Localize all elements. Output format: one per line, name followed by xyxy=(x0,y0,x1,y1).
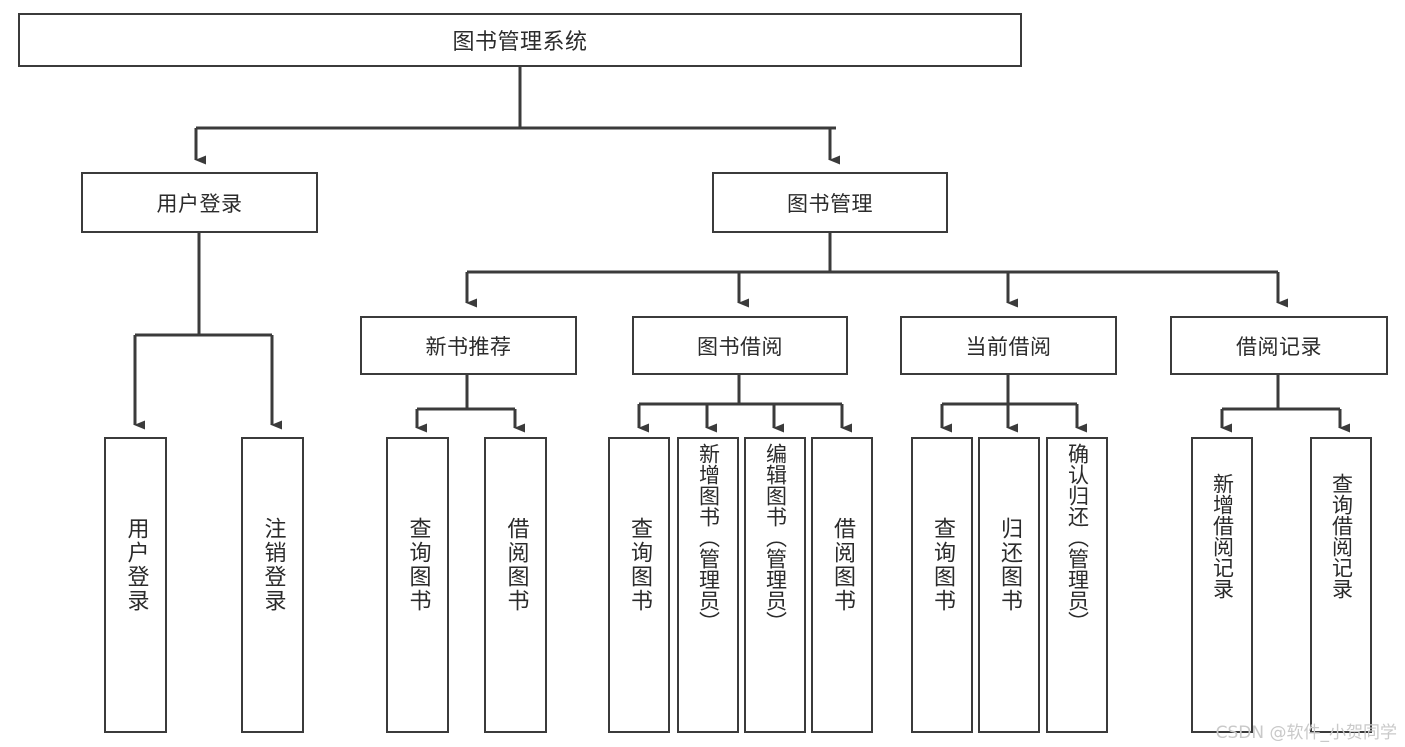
node-label: 确认归还（管理员） xyxy=(1065,443,1090,632)
node-label: 查询图书 xyxy=(626,517,652,613)
node-label: 归还图书 xyxy=(996,517,1022,613)
node-label: 新书推荐 xyxy=(425,334,512,359)
leaf-user-login[interactable]: 用户登录 xyxy=(104,437,167,733)
node-label: 当前借阅 xyxy=(965,334,1052,359)
leaf-borrow-books-recommendation[interactable]: 借阅图书 xyxy=(484,437,547,733)
node-label: 借阅图书 xyxy=(503,517,529,613)
node-label: 图书管理 xyxy=(787,191,873,216)
leaf-query-books-borrowing[interactable]: 查询图书 xyxy=(608,437,670,733)
leaf-confirm-return-admin[interactable]: 确认归还（管理员） xyxy=(1046,437,1108,733)
node-new-book-recommendation[interactable]: 新书推荐 xyxy=(360,316,577,375)
node-book-management[interactable]: 图书管理 xyxy=(712,172,948,233)
node-root-system[interactable]: 图书管理系统 xyxy=(18,13,1022,67)
node-label: 借阅图书 xyxy=(829,517,855,613)
node-label: 编辑图书（管理员） xyxy=(763,443,788,632)
leaf-query-borrow-record[interactable]: 查询借阅记录 xyxy=(1310,437,1372,733)
leaf-query-books-recommendation[interactable]: 查询图书 xyxy=(386,437,449,733)
node-label: 用户登录 xyxy=(123,517,149,613)
leaf-logout[interactable]: 注销登录 xyxy=(241,437,304,733)
node-label: 图书借阅 xyxy=(697,334,783,359)
node-label: 注销登录 xyxy=(260,517,286,613)
node-borrow-records[interactable]: 借阅记录 xyxy=(1170,316,1388,375)
node-label: 查询借阅记录 xyxy=(1329,473,1354,599)
leaf-borrow-books-borrowing[interactable]: 借阅图书 xyxy=(811,437,873,733)
node-label: 借阅记录 xyxy=(1236,334,1322,359)
csdn-watermark: CSDN @软件_小贺同学 xyxy=(1215,723,1397,743)
node-label: 新增借阅记录 xyxy=(1210,473,1235,599)
leaf-add-book-admin[interactable]: 新增图书（管理员） xyxy=(677,437,739,733)
node-user-login[interactable]: 用户登录 xyxy=(81,172,318,233)
leaf-query-books-current[interactable]: 查询图书 xyxy=(911,437,973,733)
node-label: 新增图书（管理员） xyxy=(696,443,721,632)
leaf-add-borrow-record[interactable]: 新增借阅记录 xyxy=(1191,437,1253,733)
leaf-return-books[interactable]: 归还图书 xyxy=(978,437,1040,733)
node-label: 查询图书 xyxy=(405,517,431,613)
node-label: 用户登录 xyxy=(156,191,243,216)
node-book-borrowing[interactable]: 图书借阅 xyxy=(632,316,848,375)
node-current-borrowing[interactable]: 当前借阅 xyxy=(900,316,1117,375)
node-label: 查询图书 xyxy=(929,517,955,613)
node-label: 图书管理系统 xyxy=(452,30,588,55)
leaf-edit-book-admin[interactable]: 编辑图书（管理员） xyxy=(744,437,806,733)
